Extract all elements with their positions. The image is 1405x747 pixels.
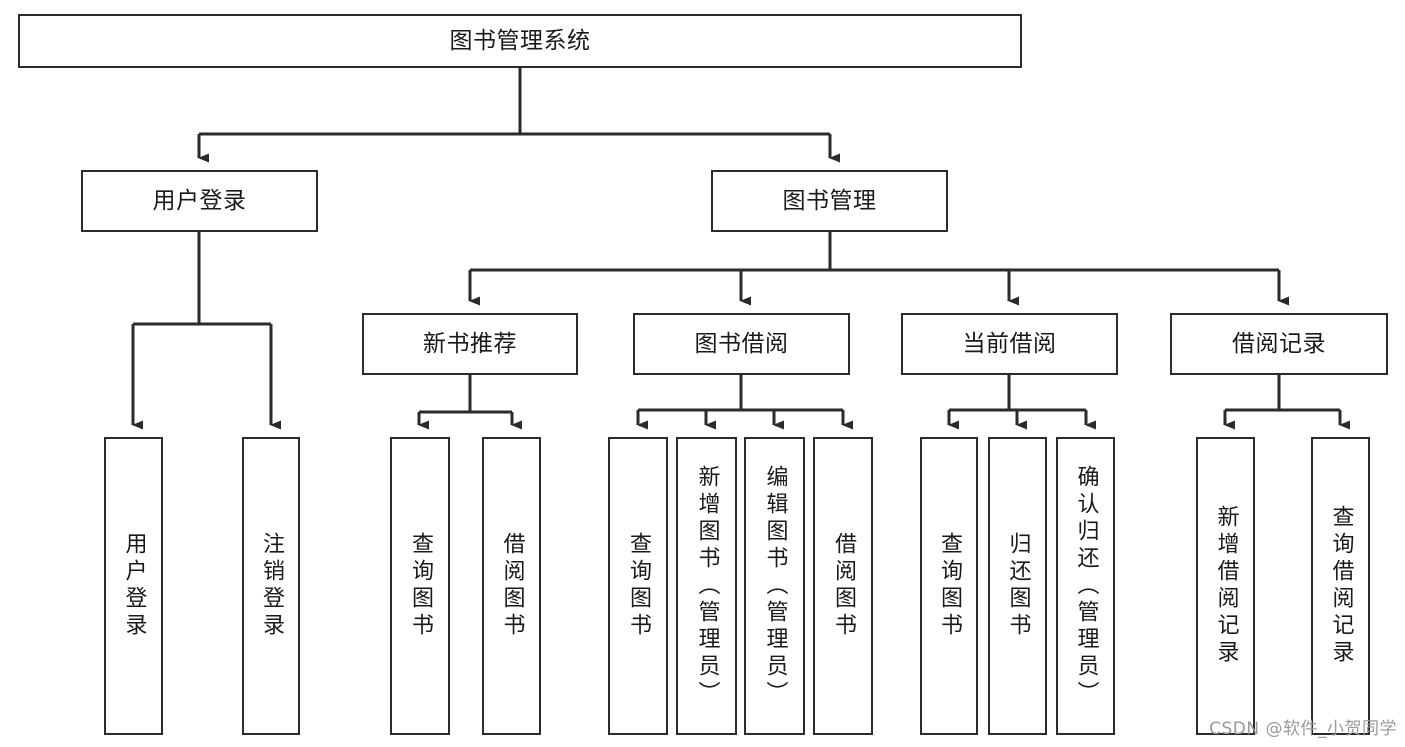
edge-group-book-management: [468, 232, 1289, 306]
node-root-system[interactable]: 图书管理系统: [18, 14, 1022, 68]
leaf-query-borrow-record[interactable]: 查询借阅记录: [1311, 437, 1370, 735]
node-label: 查询图书: [626, 532, 651, 640]
node-user-login[interactable]: 用户登录: [81, 170, 318, 232]
leaf-edit-book-admin[interactable]: 编辑图书（管理员）: [744, 437, 805, 735]
edge-group-new-book-recommend: [417, 375, 522, 430]
edge-group-user-login: [131, 232, 281, 430]
leaf-query-books-current[interactable]: 查询图书: [920, 437, 978, 735]
leaf-return-books[interactable]: 归还图书: [988, 437, 1047, 735]
node-label: 编辑图书（管理员）: [762, 464, 788, 708]
leaf-borrow-books[interactable]: 借阅图书: [813, 437, 873, 735]
edge-group-borrow-record: [1223, 375, 1350, 430]
node-label: 图书管理系统: [449, 27, 591, 54]
node-label: 图书借阅: [694, 330, 789, 357]
node-borrow-record[interactable]: 借阅记录: [1170, 313, 1388, 375]
node-label: 确认归还（管理员）: [1073, 464, 1099, 708]
leaf-borrow-books-recommend[interactable]: 借阅图书: [482, 437, 541, 735]
node-label: 查询图书: [408, 532, 433, 640]
node-label: 借阅记录: [1232, 330, 1326, 357]
leaf-query-books-borrow[interactable]: 查询图书: [608, 437, 668, 735]
node-label: 新增借阅记录: [1213, 505, 1239, 667]
edge-group-book-borrow: [636, 375, 853, 430]
edge-group-current-borrow: [947, 375, 1096, 430]
leaf-confirm-return-admin[interactable]: 确认归还（管理员）: [1056, 437, 1115, 735]
node-label: 当前借阅: [962, 330, 1057, 357]
node-label: 借阅图书: [499, 532, 525, 640]
node-book-management[interactable]: 图书管理: [711, 170, 948, 232]
node-label: 用户登录: [152, 187, 247, 214]
node-label: 图书管理: [782, 187, 877, 214]
node-label: 归还图书: [1005, 532, 1031, 640]
node-label: 用户登录: [121, 532, 147, 640]
node-label: 借阅图书: [831, 532, 856, 640]
node-label: 注销登录: [259, 532, 284, 640]
leaf-add-borrow-record[interactable]: 新增借阅记录: [1196, 437, 1255, 735]
edge-group-root: [197, 68, 840, 163]
leaf-query-books-recommend[interactable]: 查询图书: [390, 437, 450, 735]
node-label: 新书推荐: [423, 330, 517, 357]
node-book-borrow[interactable]: 图书借阅: [633, 313, 850, 375]
node-current-borrow[interactable]: 当前借阅: [901, 313, 1118, 375]
watermark-text: CSDN @软件_小贺同学: [1209, 719, 1397, 739]
node-label: 查询图书: [937, 532, 962, 640]
node-label: 查询借阅记录: [1328, 505, 1354, 667]
leaf-user-login[interactable]: 用户登录: [104, 437, 163, 735]
leaf-add-book-admin[interactable]: 新增图书（管理员）: [676, 437, 737, 735]
node-new-book-recommend[interactable]: 新书推荐: [362, 313, 578, 375]
node-label: 新增图书（管理员）: [694, 464, 720, 708]
leaf-logout[interactable]: 注销登录: [242, 437, 300, 735]
